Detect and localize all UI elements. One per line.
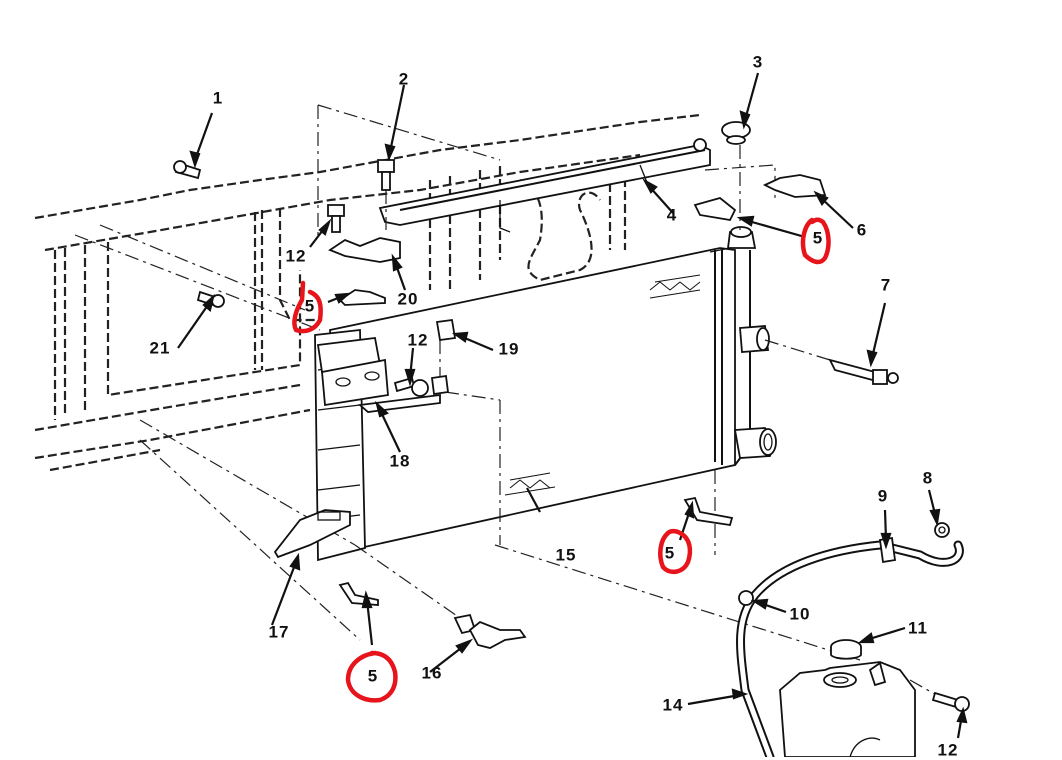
leader-arrows xyxy=(177,72,968,739)
highlight-circle-5-upper-right xyxy=(800,217,831,265)
highlight-marks xyxy=(292,217,831,703)
callout-2: 2 xyxy=(398,69,410,89)
callout-5-upper-left: 5 xyxy=(304,296,316,316)
callout-1: 1 xyxy=(212,88,224,108)
upper-radiator-support-bar xyxy=(378,138,711,233)
callout-7: 7 xyxy=(880,275,892,295)
callout-5-upper-right: 5 xyxy=(812,228,824,248)
radiator-core xyxy=(314,226,777,562)
callout-21: 21 xyxy=(149,338,171,358)
callout-10: 10 xyxy=(789,604,811,624)
callout-6: 6 xyxy=(856,220,868,240)
callout-5-lower-left: 5 xyxy=(367,666,379,686)
fasteners-and-brackets xyxy=(173,121,970,712)
callout-12-middle: 12 xyxy=(407,330,429,350)
callout-18: 18 xyxy=(389,451,411,471)
overflow-hose xyxy=(736,536,964,757)
highlight-circle-5-lower-center xyxy=(658,528,693,575)
highlight-circle-5-lower-left xyxy=(345,650,398,703)
callout-20: 20 xyxy=(397,289,419,309)
callout-9: 9 xyxy=(877,486,889,506)
callout-17: 17 xyxy=(268,622,290,642)
callout-12-lower: 12 xyxy=(937,740,959,760)
callout-12-upper: 12 xyxy=(285,246,307,266)
callout-8: 8 xyxy=(922,468,934,488)
callout-19: 19 xyxy=(498,339,520,359)
callout-11: 11 xyxy=(908,618,928,638)
callout-4: 4 xyxy=(666,205,678,225)
callout-16: 16 xyxy=(421,663,443,683)
callout-5-lower-center: 5 xyxy=(664,543,676,563)
callout-15: 15 xyxy=(555,545,577,565)
highlight-circle-5-upper-left xyxy=(292,280,323,334)
alignment-lines xyxy=(74,104,946,701)
callout-14: 14 xyxy=(662,695,684,715)
callout-3: 3 xyxy=(752,52,764,72)
coolant-recovery-tank xyxy=(779,661,916,757)
